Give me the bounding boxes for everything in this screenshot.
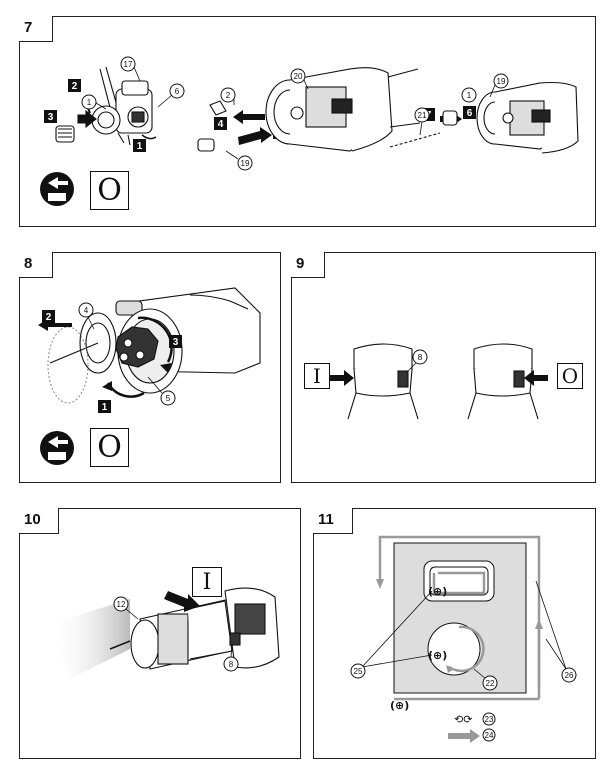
step-8-illustration: 1 2 3 4 5 [38, 287, 261, 465]
callout-19b: 19 [497, 77, 506, 86]
feed-direction-arrow-icon [448, 729, 480, 743]
off-symbol: O [90, 428, 129, 467]
callout-2: 2 [226, 91, 231, 100]
badge-2: 2 [46, 312, 52, 323]
callout-4: 4 [84, 306, 89, 315]
callout-21: 21 [418, 111, 427, 120]
step-8-number: 8 [19, 252, 53, 278]
step-7-illustration: 1 2 3 4 5 6 7 [40, 56, 579, 206]
callout-1b: 1 [467, 91, 472, 100]
off-symbol: O [557, 363, 583, 389]
svg-text:(⊕): (⊕) [428, 585, 447, 598]
on-symbol: I [304, 363, 330, 389]
step-7-number: 7 [19, 16, 53, 42]
callout-5: 5 [166, 394, 171, 403]
badge-3: 3 [173, 337, 179, 348]
badge-2: 2 [72, 81, 78, 92]
badge-3: 3 [48, 112, 54, 123]
rotation-icon: (⊕) (⊕) (⊕) [390, 585, 447, 712]
step-11-number: 11 [313, 508, 353, 534]
callout-1: 1 [87, 98, 92, 107]
step-10-panel: 10 12 8 I [19, 508, 301, 759]
badge-1: 1 [137, 141, 143, 152]
callout-22: 22 [486, 679, 495, 688]
badge-6: 6 [467, 108, 473, 119]
callout-25: 25 [354, 667, 363, 676]
callout-26: 26 [565, 671, 574, 680]
step-8-panel: 8 1 2 [19, 252, 281, 483]
step-9-illustration: 8 [330, 343, 548, 420]
step-11-illustration: (⊕) (⊕) (⊕) 25 22 26 23 24 ⟲⟳ [350, 535, 577, 743]
callouts [81, 56, 509, 171]
svg-text:(⊕): (⊕) [390, 699, 409, 712]
callout-20: 20 [294, 72, 303, 81]
unplug-icon [40, 431, 74, 465]
rotation-legend-icon: ⟲⟳ [454, 713, 472, 726]
callout-6: 6 [175, 87, 180, 96]
step-7-panel: 7 1 [19, 16, 596, 227]
svg-text:(⊕): (⊕) [428, 649, 447, 662]
on-symbol: I [192, 567, 222, 597]
step-9-panel: 9 8 I O [291, 252, 596, 483]
step-9-number: 9 [291, 252, 325, 278]
badge-1: 1 [102, 402, 108, 413]
step-10-number: 10 [19, 508, 59, 534]
callout-17: 17 [124, 60, 133, 69]
badge-4: 4 [218, 119, 224, 130]
callout-8: 8 [229, 660, 234, 669]
off-symbol: O [90, 171, 129, 210]
step-11-panel: 11 (⊕) (⊕) (⊕) 25 [313, 508, 596, 759]
callout-19: 19 [241, 159, 250, 168]
unplug-icon [40, 172, 74, 206]
callout-24: 24 [485, 731, 494, 740]
callout-8: 8 [418, 353, 423, 362]
callout-12: 12 [117, 600, 126, 609]
callout-23: 23 [485, 715, 494, 724]
step-10-illustration: 12 8 [50, 587, 280, 679]
